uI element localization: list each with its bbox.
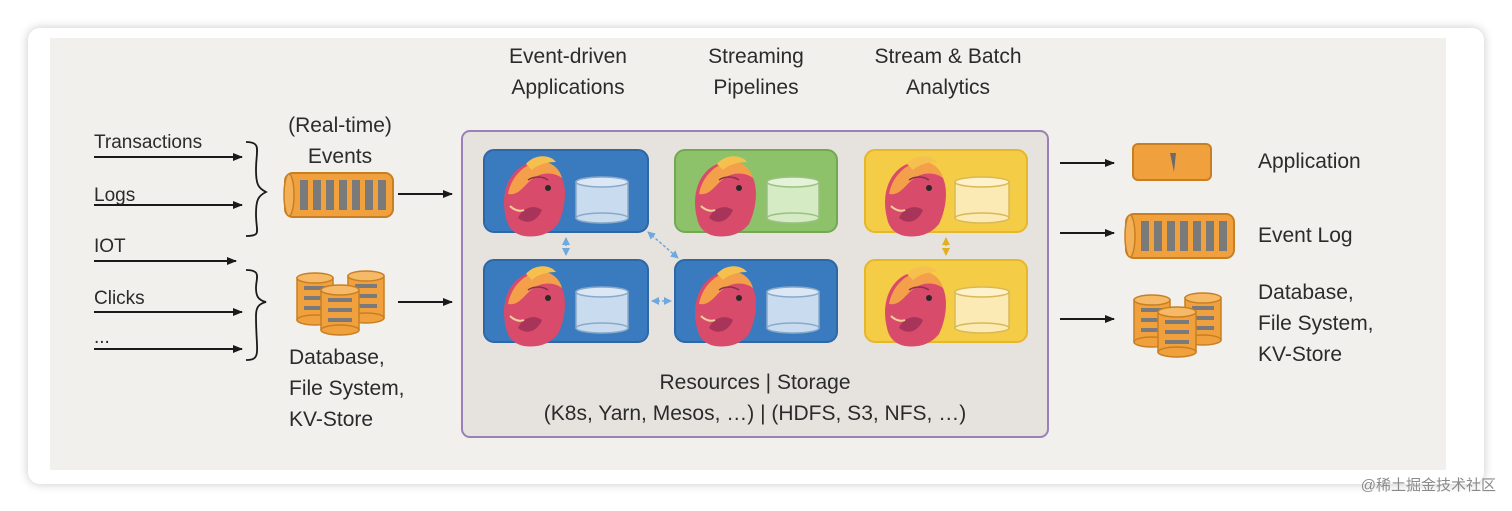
resources-storage-text: Resources | Storage [659, 371, 851, 394]
state-cylinder-icon [575, 176, 629, 224]
source-label: Clicks [94, 288, 145, 309]
state-cylinder-icon [766, 286, 820, 334]
application-icon [1132, 143, 1212, 181]
source-label: IOT [94, 236, 126, 257]
source-label: Logs [94, 185, 136, 206]
events-label: (Real-time)Events [288, 114, 392, 168]
output-application-label: Application [1258, 150, 1361, 173]
output-event-log-label: Event Log [1258, 224, 1353, 247]
resources-examples-text: (K8s, Yarn, Mesos, …) | (HDFS, S3, NFS, … [543, 402, 967, 425]
state-cylinder-icon [575, 286, 629, 334]
brace-bottom-icon [245, 269, 267, 361]
state-cylinder-icon [954, 176, 1010, 224]
input-database-label: Database,File System,KV-Store [289, 346, 405, 431]
output-event-log-icon [1124, 213, 1235, 259]
state-cylinder-icon [766, 176, 820, 224]
database-stack-icon [296, 270, 385, 336]
state-cylinders [575, 176, 1010, 334]
source-label: Transactions [94, 132, 203, 153]
job-connectors [562, 231, 679, 305]
source-arrows [94, 153, 243, 353]
watermark: @稀土掘金技术社区 [1360, 477, 1496, 494]
output-database-stack-icon [1133, 292, 1222, 358]
output-arrows [1060, 159, 1115, 323]
source-label: ... [94, 327, 110, 348]
output-database-label: Database,File System,KV-Store [1258, 281, 1374, 366]
brace-top-icon [245, 141, 269, 237]
event-log-icon [283, 172, 394, 218]
state-cylinder-icon [954, 286, 1010, 334]
